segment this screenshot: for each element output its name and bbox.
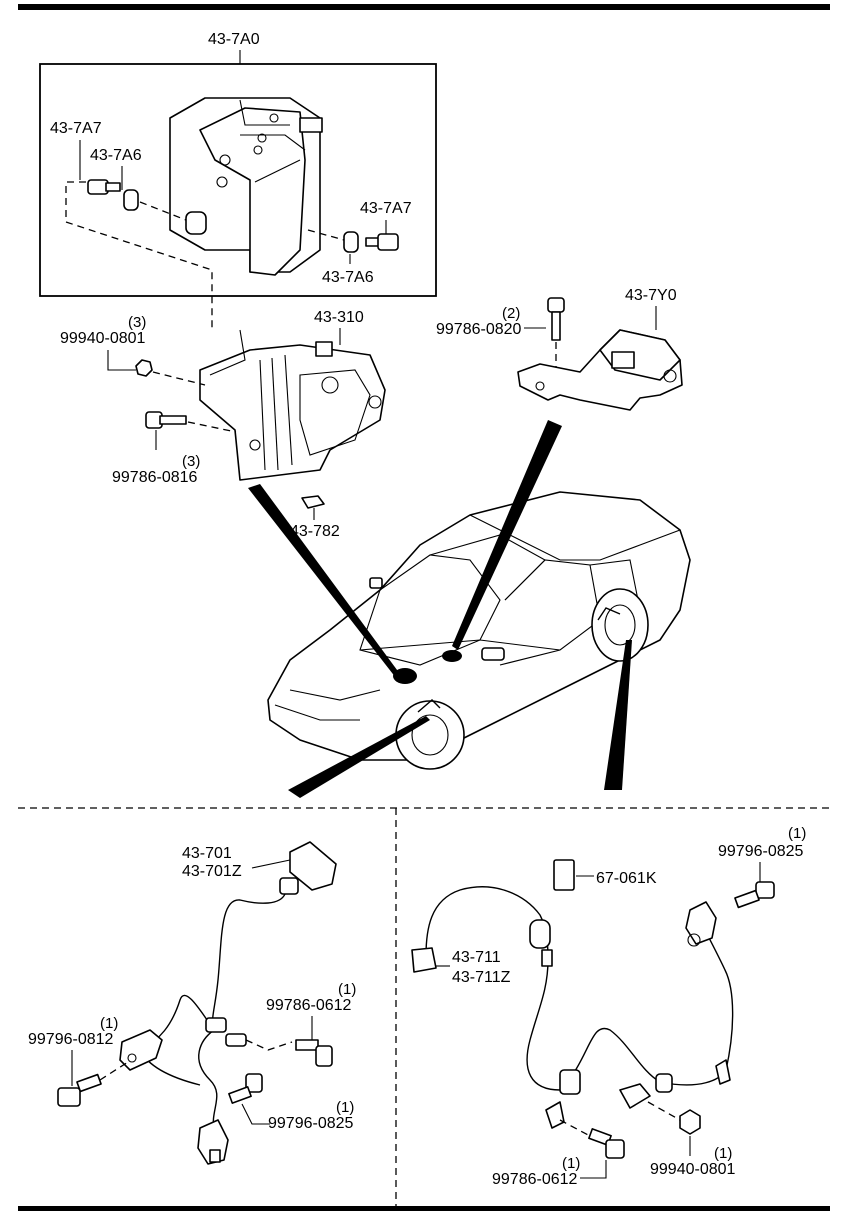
label-bolt-right: 43-7A7 [360,200,412,217]
front-bolt-b-icon [57,1073,102,1107]
label-bolt-qty: (3) [182,453,200,470]
label-sensor-bolt-part: 99786-0820 [436,321,522,338]
rear-sensor-group: 67-061K (1) 99796-0825 43-711 43-711Z [411,825,806,1188]
bracket-group: 43-310 (3) 99940-0801 (3) 99786-0816 43-… [60,309,386,540]
label-bushing-upper-left: 43-7A6 [90,147,142,164]
rear-bolt-b-icon [588,1128,625,1159]
front-bolt-c-icon [228,1073,263,1104]
rear-label-plate-icon [553,859,575,891]
yaw-sensor-group: (2) 99786-0820 43-7Y0 [436,287,683,411]
leader-wedge-yaw-sensor [452,420,562,650]
bracket-icon [199,329,386,481]
leader-wedge-front-sensor [288,716,430,798]
rear-sensor-head-icon [685,901,717,947]
hcu-detail-box [39,63,437,297]
nut-icon [135,359,153,377]
label-bushing-right: 43-7A6 [322,269,374,286]
label-front-bolt-b-qty: (1) [100,1015,118,1032]
label-rear-nut: 99940-0801 [650,1161,736,1178]
hcu-group: 43-7A0 43-7A7 43-7A6 43-7A7 [39,31,437,330]
label-rear-bolt-a-qty: (1) [788,825,806,842]
label-rear-bolt-b-qty: (1) [562,1155,580,1172]
label-rear-sensor-a: 43-711 [452,949,501,966]
front-sensor-head-icon [197,1119,229,1165]
label-rear-nut-qty: (1) [714,1145,732,1162]
bolt-upper-left-icon [87,179,121,195]
label-front-bolt-a: 99786-0612 [266,997,352,1014]
rear-sensor-grommet-icon [529,919,553,967]
front-sensor-connector-icon [279,841,337,895]
bottom-rule [18,1206,830,1211]
label-rear-bolt-b: 99786-0612 [492,1171,578,1188]
label-front-bolt-c: 99796-0825 [268,1115,354,1132]
label-front-sensor-a: 43-701 [182,845,232,862]
label-yaw-sensor: 43-7Y0 [625,287,677,304]
bushing-upper-left-icon [123,189,139,211]
top-rule [18,4,830,10]
label-nut-qty: (3) [128,314,146,331]
bushing-right-icon [343,231,359,253]
hcu-unit-icon [169,97,323,276]
label-hcu-assembly: 43-7A0 [208,31,260,48]
rear-nut-icon [679,1109,701,1135]
label-bolt-upper-left: 43-7A7 [50,120,102,137]
label-nut-part: 99940-0801 [60,330,146,347]
front-bracket-icon [119,1029,163,1071]
rear-bolt-a-icon [734,881,775,909]
bolt-icon [145,411,187,429]
label-rear-sensor-b: 43-711Z [452,969,511,986]
yaw-sensor-icon [517,329,683,411]
label-rear-label-plate: 67-061K [596,870,657,887]
label-front-bolt-b: 99796-0812 [28,1031,114,1048]
label-bolt-part: 99786-0816 [112,469,198,486]
label-front-bolt-a-qty: (1) [338,981,356,998]
front-bolt-a-icon [295,1039,333,1067]
car-illustration [267,491,691,770]
rear-sensor-connector-icon [411,947,437,973]
leader-wedge-rear-sensor [604,640,632,790]
front-sensor-grommet-icon [205,1017,227,1033]
label-front-sensor-b: 43-701Z [182,863,242,880]
sensor-bolt-icon [547,297,565,341]
label-sensor-bolt-qty: (2) [502,305,520,322]
clip-icon [301,495,325,509]
label-rear-bolt-a: 99796-0825 [718,843,804,860]
front-sensor-group: 43-701 43-701Z (1) 99786-0612 (1) 997 [28,841,356,1165]
leader-wedge-bracket [248,484,400,678]
bolt-right-icon [365,233,399,251]
label-clip: 43-782 [290,523,340,540]
label-front-bolt-c-qty: (1) [336,1099,354,1116]
label-bracket: 43-310 [314,309,364,326]
